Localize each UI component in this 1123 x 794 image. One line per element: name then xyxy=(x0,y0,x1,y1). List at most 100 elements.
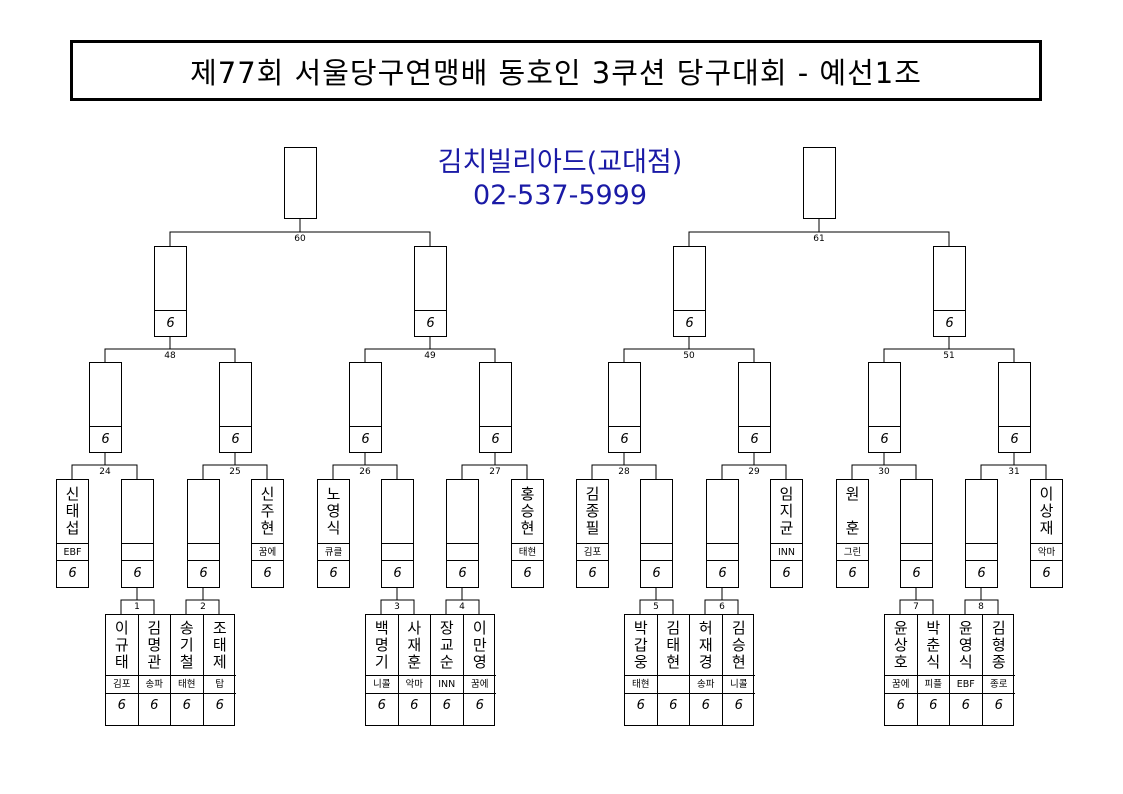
score-cell: 6 xyxy=(901,560,932,587)
score-cell: 6 xyxy=(203,693,236,725)
bracket-slot: 6 xyxy=(187,479,220,588)
score-cell: 6 xyxy=(950,693,982,725)
score-cell: 6 xyxy=(188,560,219,587)
club-cell xyxy=(447,543,478,562)
club-cell xyxy=(382,543,413,562)
player-club xyxy=(657,675,689,694)
score-cell: 6 xyxy=(171,693,203,725)
score-cell: 6 xyxy=(657,693,689,725)
score-cell: 6 xyxy=(1031,560,1062,587)
score-cell: 6 xyxy=(366,693,398,725)
score-cell: 6 xyxy=(869,426,900,452)
bracket-slot: 6 xyxy=(154,246,187,337)
match-number: 61 xyxy=(812,234,826,244)
match-number: 30 xyxy=(877,467,891,477)
player-club: 김포 xyxy=(577,543,608,562)
finalist-slot xyxy=(284,147,317,219)
match-number: 27 xyxy=(488,467,502,477)
club-cell xyxy=(641,543,672,562)
finalist-slot xyxy=(803,147,836,219)
player-club: 태현 xyxy=(625,675,657,694)
match-number: 8 xyxy=(977,602,985,612)
match-number: 24 xyxy=(98,467,112,477)
bracket-slot: 6 xyxy=(89,362,122,453)
club-cell xyxy=(707,543,738,562)
score-cell: 6 xyxy=(220,426,251,452)
score-cell: 6 xyxy=(252,560,283,587)
score-cell: 6 xyxy=(739,426,770,452)
match-number: 49 xyxy=(423,351,437,361)
bracket-slot: 6 xyxy=(706,479,739,588)
player-club: 악마 xyxy=(398,675,430,694)
score-cell: 6 xyxy=(722,693,755,725)
player-club: 꿈에 xyxy=(463,675,496,694)
club-cell xyxy=(188,543,219,562)
tournament-title: 제77회 서울당구연맹배 동호인 3쿠션 당구대회 - 예선1조 xyxy=(70,40,1042,101)
score-cell: 6 xyxy=(690,693,722,725)
score-cell: 6 xyxy=(934,310,965,336)
match-number: 28 xyxy=(617,467,631,477)
score-cell: 6 xyxy=(138,693,170,725)
score-cell: 6 xyxy=(837,560,868,587)
score-cell: 6 xyxy=(480,426,511,452)
player-club: EBF xyxy=(950,675,982,694)
match-number: 6 xyxy=(718,602,726,612)
player-club: INN xyxy=(771,543,802,562)
bracket-slot: 6 xyxy=(738,362,771,453)
player-club: 탑 xyxy=(203,675,236,694)
score-cell: 6 xyxy=(512,560,543,587)
player-club: 그린 xyxy=(837,543,868,562)
score-cell: 6 xyxy=(57,560,88,587)
venue-name: 김치빌리아드(교대점) xyxy=(437,147,683,178)
bracket-slot: 6 xyxy=(998,362,1031,453)
player-club: 태현 xyxy=(171,675,203,694)
club-cell xyxy=(966,543,997,562)
bracket-slot: 6 xyxy=(479,362,512,453)
player-club: 꿈에 xyxy=(252,543,283,562)
match-number: 60 xyxy=(293,234,307,244)
player-club: 니콜 xyxy=(722,675,755,694)
player-club: 송파 xyxy=(138,675,170,694)
bracket-slot: 6 xyxy=(868,362,901,453)
match-number: 50 xyxy=(682,351,696,361)
score-cell: 6 xyxy=(155,310,186,336)
score-cell: 6 xyxy=(577,560,608,587)
score-cell: 6 xyxy=(382,560,413,587)
bracket-slot: 6 xyxy=(349,362,382,453)
match-number: 3 xyxy=(393,602,401,612)
score-cell: 6 xyxy=(674,310,705,336)
player-club: 피플 xyxy=(917,675,949,694)
match-number: 4 xyxy=(458,602,466,612)
score-cell: 6 xyxy=(350,426,381,452)
score-cell: 6 xyxy=(917,693,949,725)
match-number: 1 xyxy=(133,602,141,612)
score-cell: 6 xyxy=(90,426,121,452)
score-cell: 6 xyxy=(982,693,1015,725)
